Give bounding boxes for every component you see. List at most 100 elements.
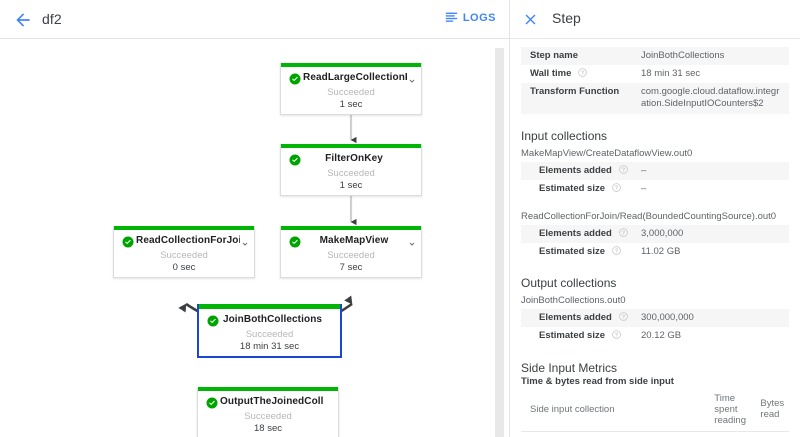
row-value: 18 min 31 sec [641,68,701,80]
graph-node-read-large-collection[interactable]: ReadLargeCollectionFr… Succeeded 1 sec [280,63,422,115]
graph-node-output-the-joined-collection[interactable]: OutputTheJoinedCollec… Succeeded 18 sec [197,387,339,437]
row-key: Estimated size ? [521,180,641,198]
svg-text:?: ? [615,248,618,254]
node-duration: 1 sec [339,180,363,191]
node-status: Succeeded [245,329,294,340]
step-summary-table: Step name JoinBothCollections Wall time … [521,47,789,114]
node-name: OutputTheJoinedCollec… [220,396,324,407]
chevron-down-icon[interactable] [407,73,417,83]
help-icon[interactable]: ? [611,330,621,340]
node-name: MakeMapView [319,235,389,246]
table-row: Elements added ? 300,000,000 [521,309,789,328]
node-status-bar [281,144,421,148]
row-key-label: Wall time [530,68,572,80]
svg-text:?: ? [581,71,584,77]
node-name: FilterOnKey [325,153,383,164]
help-icon[interactable]: ? [578,68,587,77]
row-key: Estimated size ? [521,327,641,345]
table-row: MakeMapView/CreateDataflowView.out0 10 m… [521,431,789,437]
node-header-spacer [407,154,417,164]
input-collection-metrics-table: Elements added ? – Estimated size ? – [521,161,789,198]
step-panel-body: Step name JoinBothCollections Wall time … [510,39,800,437]
node-status: Succeeded [327,168,375,179]
step-details-panel: Step Step name JoinBothCollections Wall … [510,0,800,437]
node-name: ReadCollectionForJoin [136,235,240,246]
chevron-down-icon[interactable] [240,236,250,246]
collection-name: MakeMapView/CreateDataflowView.out0 [521,147,693,159]
row-key: Elements added ? [521,309,641,327]
row-value: com.google.cloud.dataflow.integration.Si… [641,86,780,110]
help-icon[interactable]: ? [618,164,628,174]
node-status: Succeeded [327,87,375,98]
row-key-label: Estimated size [539,182,605,194]
job-name-title: df2 [42,11,62,27]
column-header-bytes: Bytes read [751,389,789,432]
node-duration: 18 min 31 sec [239,341,300,352]
side-input-metrics-subtitle: Time & bytes read from side input [521,375,674,387]
column-header-time: Time spent reading [705,389,752,432]
node-header-row: MakeMapView [281,230,421,251]
node-header-row: ReadCollectionForJoin [114,230,254,251]
node-status: Succeeded [244,411,292,422]
row-value: – [641,182,647,194]
node-status-bar [281,63,421,67]
help-icon[interactable]: ? [611,182,621,192]
row-key: Wall time ? [521,65,641,83]
cell-collection: MakeMapView/CreateDataflowView.out0 [521,431,705,437]
node-header-spacer [326,315,336,325]
graph-vertical-scrollbar[interactable] [495,48,504,437]
arrow-back-icon[interactable] [13,10,33,30]
node-header-spacer [324,397,334,407]
graph-node-join-both-collections[interactable]: JoinBothCollections Succeeded 18 min 31 … [197,304,342,358]
check-circle-icon [289,72,301,84]
row-key: Step name [530,50,579,61]
svg-text:?: ? [621,315,624,321]
svg-text:?: ? [615,333,618,339]
row-value: 300,000,000 [641,312,694,324]
logs-label: LOGS [462,11,496,24]
graph-node-read-collection-for-join[interactable]: ReadCollectionForJoin Succeeded 0 sec [113,226,255,278]
check-circle-icon [206,396,218,408]
pane-divider [509,0,510,437]
chevron-down-icon[interactable] [407,236,417,246]
row-value: 11.02 GB [641,246,681,258]
graph-node-make-map-view[interactable]: MakeMapView Succeeded 7 sec [280,226,422,278]
node-name: ReadLargeCollectionFr… [303,72,407,83]
logs-list-icon [445,11,458,24]
cell-bytes-read: 10.14 GB [751,431,789,437]
row-key: Elements added ? [521,162,641,180]
column-header-collection: Side input collection [521,389,706,432]
check-circle-icon [207,314,219,326]
table-row: Elements added ? – [521,161,789,180]
logs-button[interactable]: LOGS [445,11,496,24]
cell-time-spent-reading: 10 min 3 sec [705,431,751,437]
node-header-row: OutputTheJoinedCollec… [198,391,338,412]
row-value: JoinBothCollections [641,50,725,61]
node-name: JoinBothCollections [222,314,323,325]
svg-text:?: ? [621,167,624,173]
side-input-metrics-table: Side input collection Time spent reading… [521,389,789,437]
row-key-label: Elements added [539,312,612,324]
node-status: Succeeded [327,250,375,261]
graph-node-filter-on-key[interactable]: FilterOnKey Succeeded 1 sec [280,144,422,196]
job-graph-pane: df2 LOGS [0,10,510,437]
output-collection-metrics-table: Elements added ? 300,000,000 Estimated s… [521,309,789,345]
close-icon[interactable] [522,11,539,28]
step-panel-title: Step [552,10,581,26]
node-duration: 18 sec [254,423,282,434]
table-row: Estimated size ? 11.02 GB [521,243,789,261]
table-header-row: Side input collection Time spent reading… [521,389,789,432]
node-status: Succeeded [160,250,208,261]
job-graph-canvas[interactable]: ReadLargeCollectionFr… Succeeded 1 sec F… [0,39,510,437]
node-header-row: JoinBothCollections [199,309,340,330]
help-icon[interactable]: ? [618,228,628,237]
node-status-bar [198,387,338,391]
help-icon[interactable]: ? [618,312,628,322]
row-key: Elements added ? [521,225,641,243]
svg-text:?: ? [615,185,618,191]
help-icon[interactable]: ? [611,246,621,255]
node-header-row: FilterOnKey [281,148,421,169]
node-duration: 0 sec [172,262,196,273]
row-value: 3,000,000 [641,227,684,239]
